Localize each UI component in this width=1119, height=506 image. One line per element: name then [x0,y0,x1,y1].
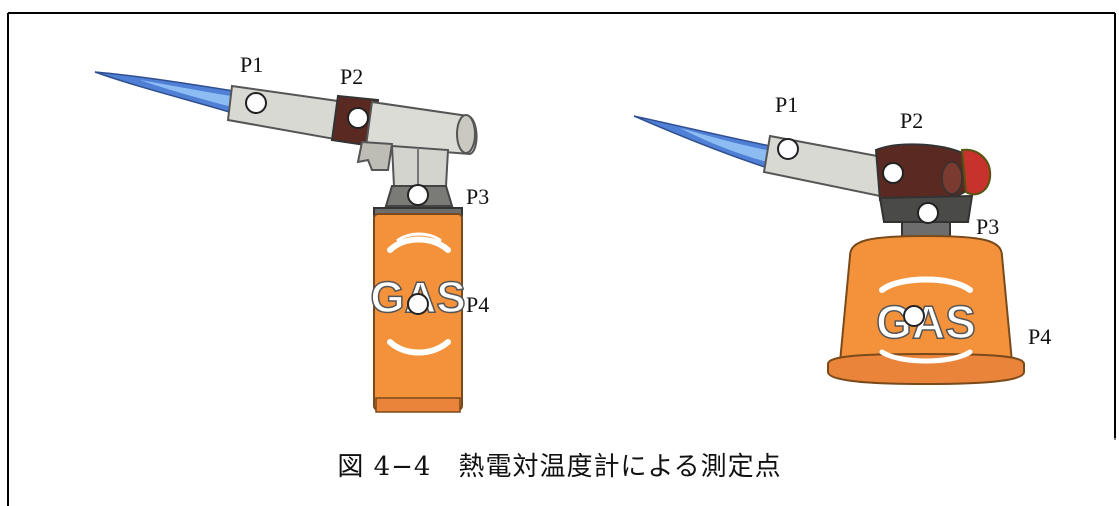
left-label-p4: P4 [466,292,489,317]
right-marker-p1 [777,138,799,160]
right-marker-p4 [903,305,925,327]
right-can-swoosh-top [879,276,973,293]
left-marker-p3 [407,184,429,206]
figure-caption: 図 4−4 熱電対温度計による測定点 [337,452,782,482]
right-label-p3: P3 [976,214,999,239]
right-flame [633,115,781,171]
left-flame-inner [140,80,238,108]
left-can-swoosh-top2 [396,232,442,242]
left-torch: GAS P1 P2 P3 P4 [94,52,489,413]
right-torch: GAS P1 P2 P3 P4 [633,92,1051,386]
right-head-knob [960,148,992,196]
right-can-label: GAS [876,296,976,348]
right-can-swoosh-bottom [879,349,973,364]
left-label-p1: P1 [240,52,263,77]
right-label-p2: P2 [900,108,923,133]
right-label-p4: P4 [1028,324,1051,349]
left-marker-p1 [245,92,267,114]
left-marker-p2 [347,107,369,129]
left-neck [390,144,450,187]
left-trigger [356,140,394,171]
left-can-swoosh-bottom [387,339,451,356]
right-head-ridge [941,161,963,195]
left-label-p2: P2 [340,64,363,89]
right-can-rim [827,352,1025,386]
left-marker-p4 [407,293,429,315]
right-marker-p2 [882,162,904,184]
left-can-bottom [375,397,461,413]
left-label-p3: P3 [466,184,489,209]
left-body-end [456,114,476,154]
left-flame [94,71,241,115]
right-marker-p3 [917,202,939,224]
right-label-p1: P1 [775,92,798,117]
left-barrel [226,84,347,142]
right-flame-inner [680,128,776,164]
left-can-swoosh-top [387,236,451,253]
